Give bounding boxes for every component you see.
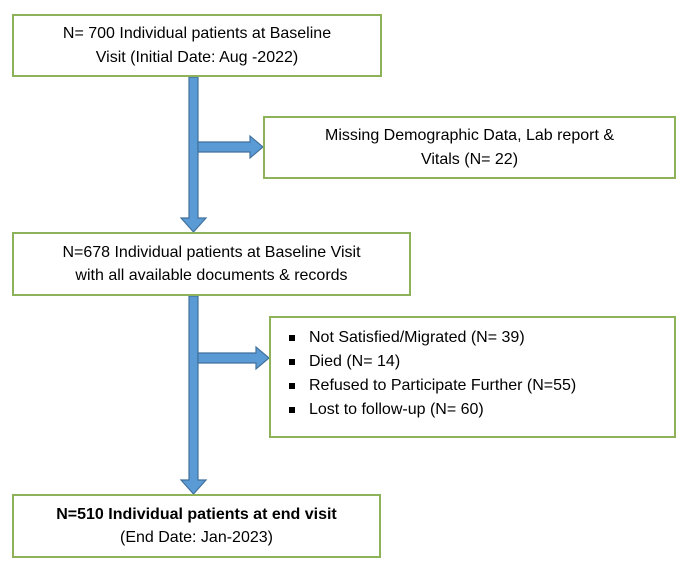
baseline-line-1: N= 700 Individual patients at Baseline <box>62 25 332 43</box>
exclusion-label: Refused to Participate Further (N=55) <box>309 377 577 394</box>
exclusion-label: Lost to follow-up (N= 60) <box>309 401 484 418</box>
bullet-icon <box>289 407 295 413</box>
missing-line-2: Vitals (N= 22) <box>420 150 519 168</box>
end-visit-box: N=510 Individual patients at end visit (… <box>12 494 381 558</box>
complete-line-1: N=678 Individual patients at Baseline Vi… <box>62 243 361 261</box>
bullet-icon <box>289 335 295 341</box>
exclusion-label: Died (N= 14) <box>309 353 401 370</box>
complete-line-2: with all available documents & records <box>75 267 348 284</box>
baseline-line-2: Visit (Initial Date: Aug -2022) <box>95 48 299 66</box>
missing-data-box: Missing Demographic Data, Lab report & V… <box>263 116 676 179</box>
right-arrow-2 <box>197 345 270 371</box>
end-line-1: N=510 Individual patients at end visit <box>56 505 337 523</box>
list-item: Refused to Participate Further (N=55) <box>289 374 664 398</box>
exclusions-list: Not Satisfied/Migrated (N= 39) Died (N= … <box>289 326 664 422</box>
list-item: Lost to follow-up (N= 60) <box>289 398 664 422</box>
bullet-icon <box>289 359 295 365</box>
down-arrow-1 <box>179 76 208 233</box>
right-arrow-1 <box>197 134 264 160</box>
down-arrow-2 <box>179 295 208 495</box>
list-item: Died (N= 14) <box>289 350 664 374</box>
complete-records-box: N=678 Individual patients at Baseline Vi… <box>12 232 411 296</box>
exclusion-label: Not Satisfied/Migrated (N= 39) <box>309 329 525 346</box>
exclusions-box: Not Satisfied/Migrated (N= 39) Died (N= … <box>269 316 676 438</box>
baseline-patients-box: N= 700 Individual patients at Baseline V… <box>12 14 382 77</box>
missing-line-1: Missing Demographic Data, Lab report & <box>324 127 615 145</box>
end-line-2: (End Date: Jan-2023) <box>120 529 273 546</box>
list-item: Not Satisfied/Migrated (N= 39) <box>289 326 664 350</box>
bullet-icon <box>289 383 295 389</box>
